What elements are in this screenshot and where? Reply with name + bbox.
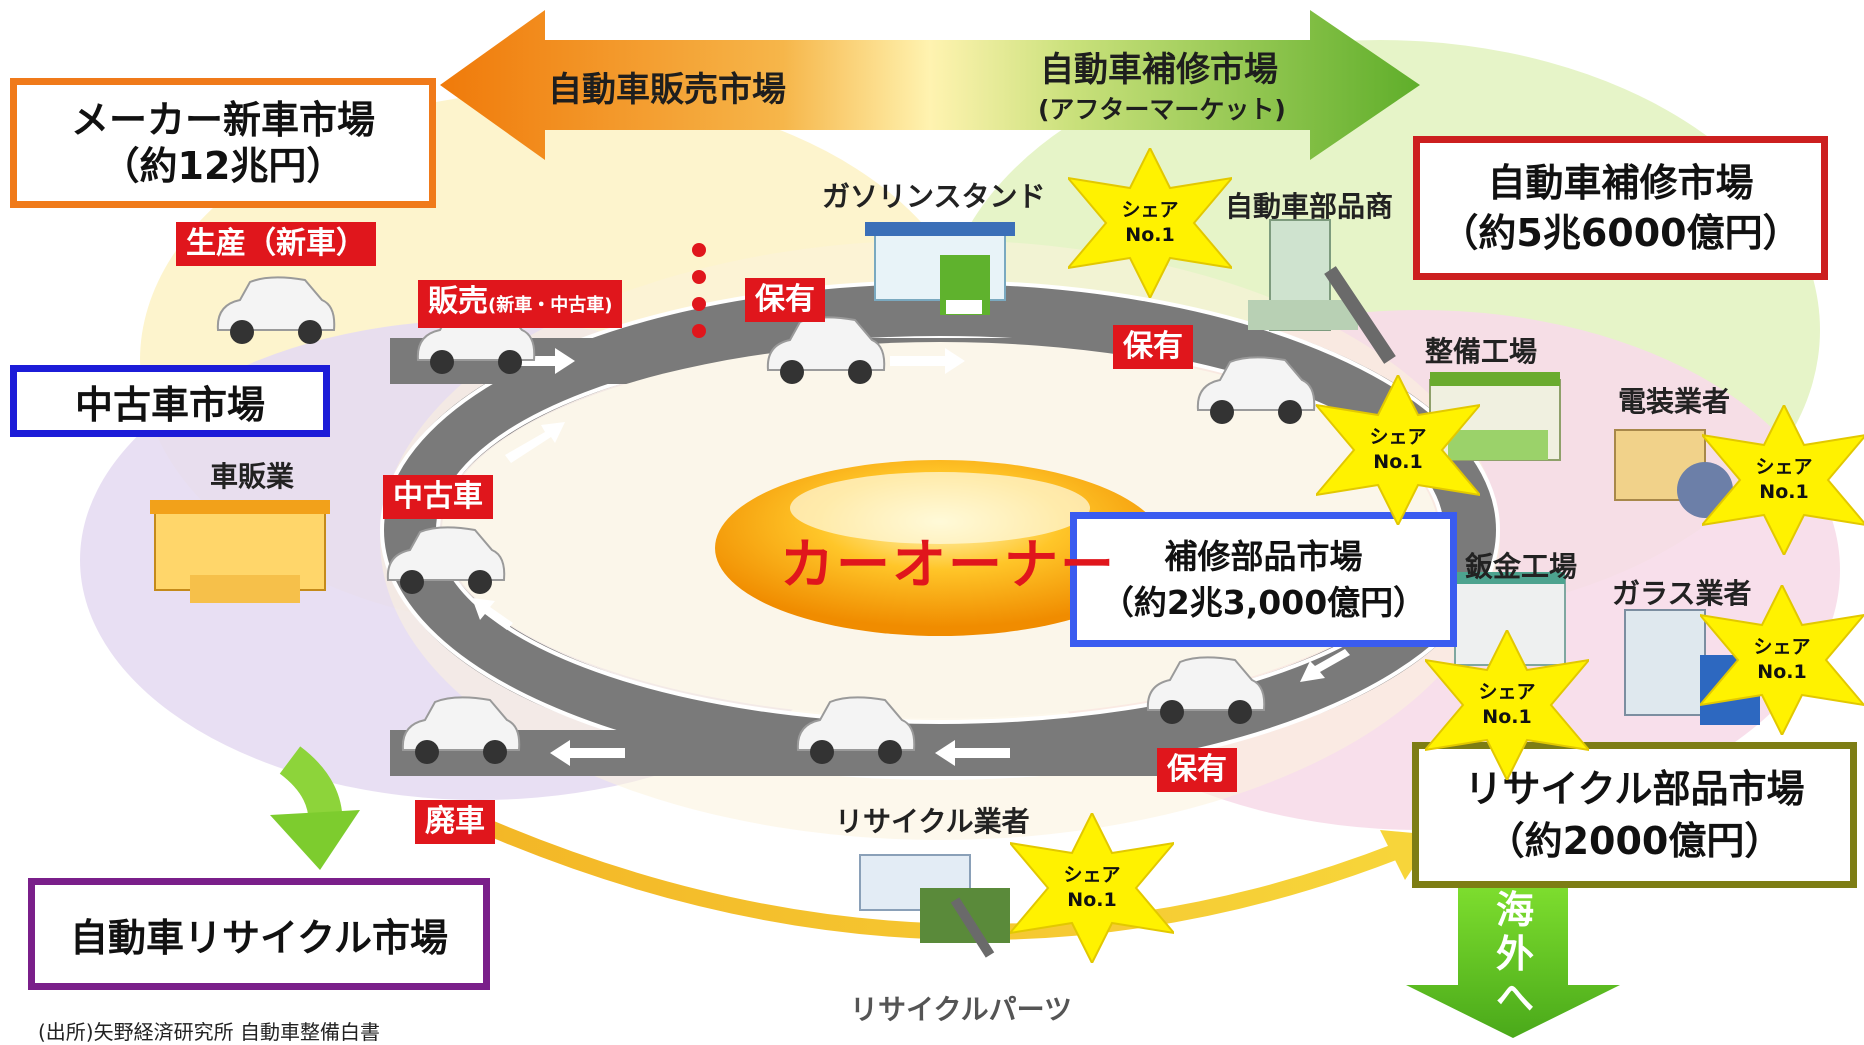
star-line2: No.1 — [1067, 889, 1117, 911]
star-line2: No.1 — [1759, 481, 1809, 503]
star-line1: シェア — [1063, 864, 1121, 886]
star-line2: No.1 — [1757, 661, 1807, 683]
car-recycle-market-box: 自動車リサイクル市場 — [28, 878, 490, 990]
car-owned-bottom — [796, 696, 916, 764]
recycle-parts-label: リサイクルパーツ — [850, 993, 1073, 1026]
car-owner-label: カーオーナー — [780, 533, 1116, 596]
sales-tag: 販売(新車・中古車) — [418, 280, 623, 328]
repair-parts-market-box: 補修部品市場 （約2兆3,000億円） — [1070, 512, 1457, 647]
glass-label: ガラス業者 — [1612, 577, 1752, 610]
car-recycle-market-name: 自動車リサイクル市場 — [69, 915, 449, 960]
car-used — [386, 526, 506, 594]
share-no1-star-service: シェア No.1 — [1316, 375, 1480, 525]
repair-parts-market-size: （約2兆3,000億円） — [1100, 582, 1427, 622]
recycle-parts-market-box: リサイクル部品市場 （約2000億円） — [1412, 742, 1857, 888]
star-line1: シェア — [1369, 426, 1427, 448]
body-shop-label: 鈑金工場 — [1465, 550, 1578, 583]
production-tag: 生産（新車） — [176, 222, 376, 266]
star-line1: シェア — [1753, 636, 1811, 658]
aftermarket-label: 自動車補修市場 — [1040, 50, 1278, 90]
repair-market-size: （約5兆6000億円） — [1440, 211, 1801, 255]
star-line2: No.1 — [1482, 706, 1532, 728]
star-line1: シェア — [1478, 681, 1536, 703]
maker-market-size: （約12兆円） — [101, 144, 345, 188]
service-shop-label: 整備工場 — [1425, 335, 1538, 368]
electric-label: 電装業者 — [1618, 385, 1731, 418]
repair-market-name: 自動車補修市場 — [1487, 161, 1754, 205]
car-production — [216, 276, 336, 344]
car-owned-right — [1196, 356, 1316, 424]
repair-parts-market-name: 補修部品市場 — [1164, 536, 1363, 576]
recycle-parts-market-size: （約2000億円） — [1486, 819, 1783, 863]
overseas-label: 海外へ — [1496, 888, 1535, 1020]
share-no1-star-gas: シェア No.1 — [1068, 148, 1232, 298]
used-car-market-box: 中古車市場 — [10, 365, 330, 437]
used-car-tag: 中古車 — [383, 475, 493, 519]
sales-market-label: 自動車販売市場 — [548, 70, 786, 110]
share-no1-star-recycler: シェア No.1 — [1010, 813, 1174, 963]
sales-tag-sub: (新車・中古車) — [488, 295, 613, 316]
star-line2: No.1 — [1373, 451, 1423, 473]
repair-market-box: 自動車補修市場 （約5兆6000億円） — [1413, 136, 1828, 280]
car-owned-top — [766, 316, 886, 384]
sales-tag-label: 販売 — [428, 284, 488, 319]
owned-tag-top: 保有 — [745, 278, 825, 322]
gas-station-label: ガソリンスタンド — [822, 180, 1046, 213]
aftermarket-sub-label: (アフターマーケット) — [1038, 95, 1286, 124]
owned-tag-bottom: 保有 — [1157, 748, 1237, 792]
car-owned-lower-right — [1146, 656, 1266, 724]
source-note: (出所)矢野経済研究所 自動車整備白書 — [38, 1020, 380, 1044]
star-line1: シェア — [1121, 199, 1179, 221]
share-no1-star-body-shop: シェア No.1 — [1425, 630, 1589, 780]
recycle-parts-market-name: リサイクル部品市場 — [1464, 767, 1805, 811]
maker-new-car-market-box: メーカー新車市場 （約12兆円） — [10, 78, 436, 208]
car-scrap — [401, 696, 521, 764]
owned-tag-right: 保有 — [1113, 325, 1193, 369]
dealer-label: 車販業 — [210, 460, 295, 493]
share-no1-star-glass: シェア No.1 — [1700, 585, 1864, 735]
recycler-label: リサイクル業者 — [835, 805, 1030, 838]
scrap-tag: 廃車 — [415, 800, 495, 844]
share-no1-star-electric: シェア No.1 — [1702, 405, 1864, 555]
maker-market-name: メーカー新車市場 — [70, 98, 375, 142]
star-line1: シェア — [1755, 456, 1813, 478]
star-line2: No.1 — [1125, 224, 1175, 246]
used-car-market-name: 中古車市場 — [74, 382, 265, 427]
parts-dealer-label: 自動車部品商 — [1225, 190, 1394, 223]
